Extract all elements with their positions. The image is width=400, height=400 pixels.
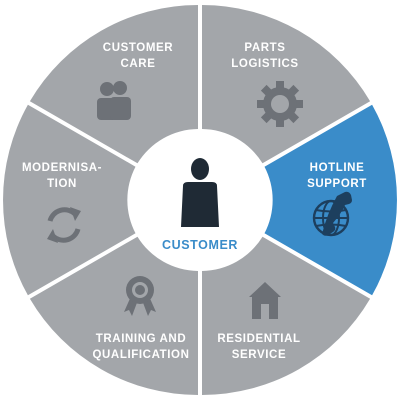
segment-residential-service[interactable] [202,236,371,395]
label-modernisation: MODERNISA-TION [21,162,103,190]
segment-training-and-qualification[interactable] [29,236,199,395]
segment-customer-care[interactable] [29,5,199,164]
center-label: CUSTOMER [161,238,239,252]
award-icon [124,276,156,316]
gear-icon [257,81,303,127]
segment-parts-logistics[interactable] [202,5,371,164]
house-icon [249,282,281,319]
globe-phone-icon [312,191,352,237]
refresh-icon [47,207,81,243]
person-icon [181,158,219,227]
people-icon [97,81,131,120]
segment-modernisation[interactable] [3,104,136,296]
